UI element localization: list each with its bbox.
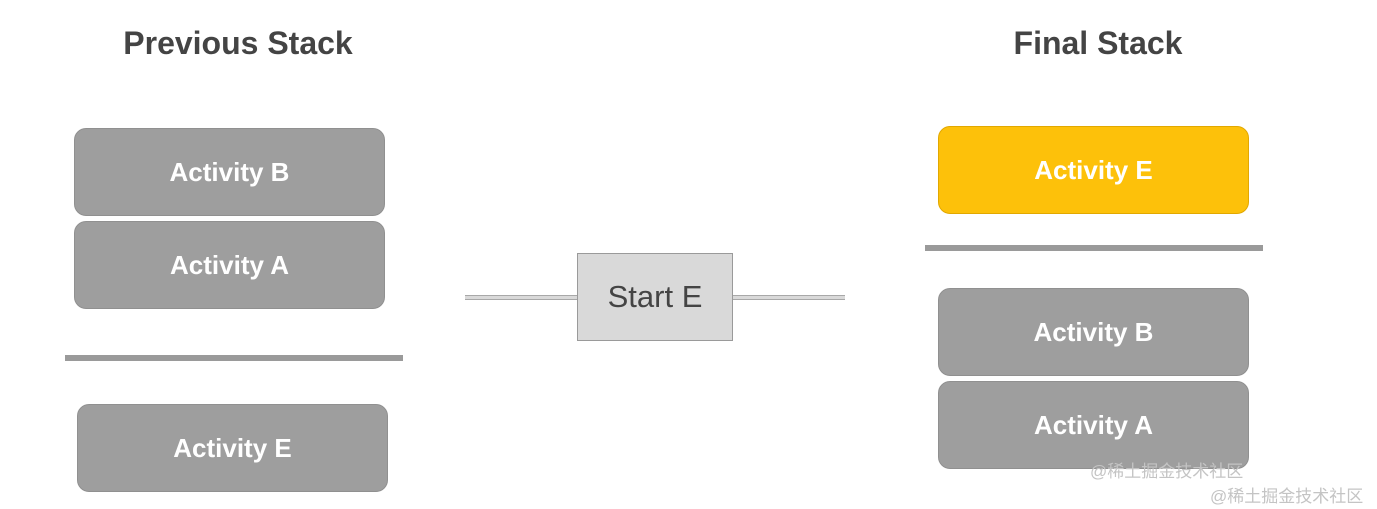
watermark-corner: @稀土掘金技术社区 (1210, 487, 1364, 506)
connector-right (733, 295, 845, 300)
final-stack-activity-b: Activity B (938, 288, 1249, 376)
previous-stack-title: Previous Stack (123, 25, 353, 61)
final-stack-activity-a: Activity A (938, 381, 1249, 469)
start-e-action: Start E (577, 253, 733, 341)
final-stack-title: Final Stack (1013, 25, 1183, 61)
connector-left (465, 295, 577, 300)
watermark-inner: @稀土掘金技术社区 (1090, 462, 1244, 481)
previous-stack-activity-b: Activity B (74, 128, 385, 216)
previous-stack-divider (65, 355, 403, 361)
previous-stack-activity-a: Activity A (74, 221, 385, 309)
final-stack-activity-e: Activity E (938, 126, 1249, 214)
previous-stack-activity-e: Activity E (77, 404, 388, 492)
final-stack-divider (925, 245, 1263, 251)
